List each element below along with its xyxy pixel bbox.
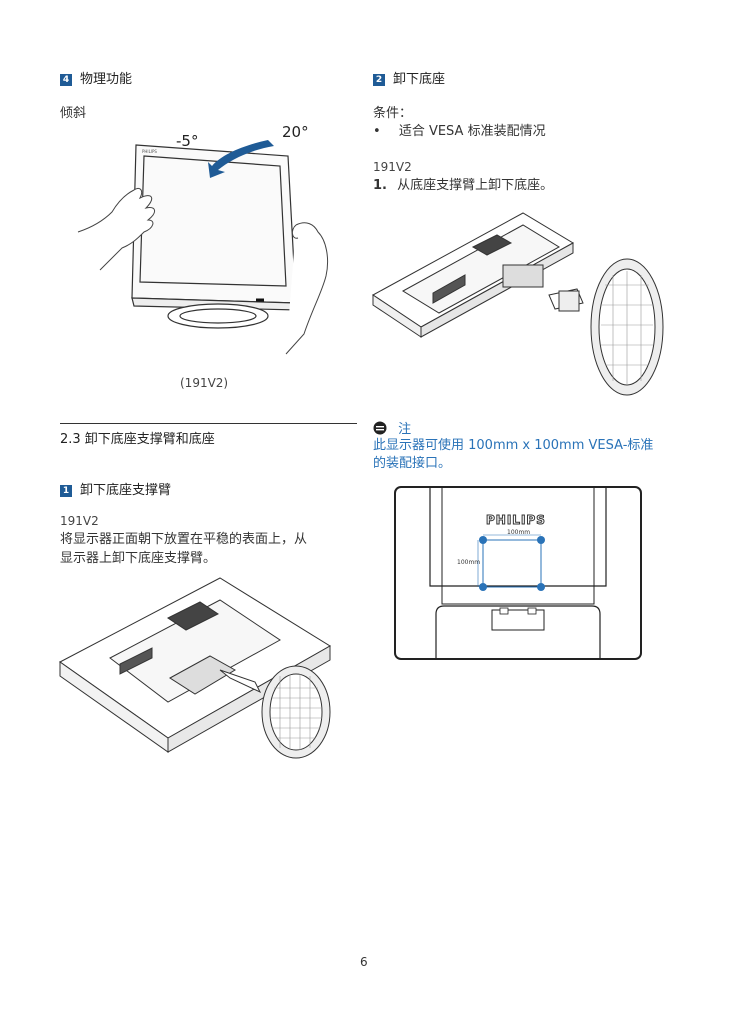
vesa-rear-diagram [394, 486, 642, 660]
step-badge: 1 [60, 485, 72, 497]
section-2-3-title: 2.3 卸下底座支撑臂和底座 [60, 432, 215, 447]
figure-caption: (191V2) [180, 376, 229, 390]
svg-text:PHILIPS: PHILIPS [142, 149, 157, 154]
section-badge: 4 [60, 74, 72, 86]
brand-logo: PHILIPS [486, 513, 546, 528]
condition-item: • 适合 VESA 标准装配情况 [373, 123, 546, 141]
section-4-heading: 4 物理功能 [60, 68, 132, 87]
page-number: 6 [360, 955, 368, 969]
note-line-1: 此显示器可使用 100mm x 100mm VESA-标准 [373, 438, 654, 453]
angle-minus-label: -5° [176, 132, 199, 150]
vesa-dim-horizontal: 100mm [507, 529, 531, 536]
step-item: 1. 从底座支撑臂上卸下底座。 [373, 177, 553, 195]
section-4-title: 物理功能 [80, 72, 133, 87]
tilt-illustration: PHILIPS [77, 140, 329, 355]
step-2-title: 卸下底座 [393, 72, 446, 87]
right-model: 191V2 [373, 160, 412, 174]
vesa-hole-icon [537, 583, 545, 591]
angle-plus-label: 20° [282, 123, 309, 141]
step-1-title: 卸下底座支撑臂 [80, 483, 172, 498]
vesa-hole-icon [479, 583, 487, 591]
note-icon [373, 421, 387, 435]
step-1-model: 191V2 [60, 514, 99, 528]
condition-label: 条件： [373, 106, 413, 121]
note-title: 注 [398, 422, 412, 437]
step-badge: 2 [373, 74, 385, 86]
tilt-label: 倾斜 [60, 106, 87, 121]
step-1-text-line-2: 显示器上卸下底座支撑臂。 [60, 551, 217, 566]
section-rule [60, 423, 357, 424]
step-1-text-line-1: 将显示器正面朝下放置在平稳的表面上，从 [60, 532, 308, 547]
monitor-face-down-illustration [59, 577, 331, 759]
vesa-dim-vertical: 100mm [457, 559, 481, 566]
note-heading: 注 [373, 418, 411, 439]
vesa-hole-icon [537, 536, 545, 544]
step-2-heading: 2 卸下底座 [373, 68, 445, 87]
condition-text: 适合 VESA 标准装配情况 [398, 124, 546, 139]
base-removal-illustration [372, 212, 664, 396]
step-number: 1. [373, 178, 387, 193]
tilt-arrow-icon [208, 140, 274, 178]
step-1-heading: 1 卸下底座支撑臂 [60, 479, 171, 498]
vesa-hole-icon [479, 536, 487, 544]
step-text: 从底座支撑臂上卸下底座。 [397, 178, 554, 193]
note-line-2: 的装配接口。 [373, 456, 452, 471]
bullet: • [373, 124, 381, 139]
